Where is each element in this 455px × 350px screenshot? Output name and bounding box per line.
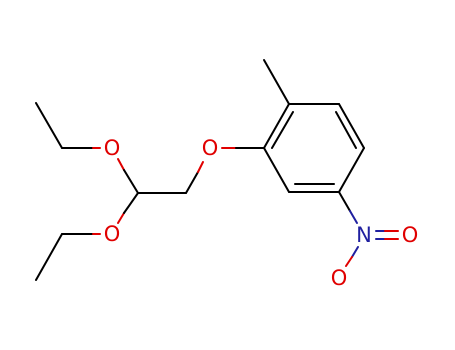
- bond-o-upper-acetal-red: [117, 158, 125, 171]
- atom-o-aryl-ether: O: [202, 136, 219, 160]
- bond-methyl: [263, 59, 290, 105]
- bond-o-upper-acetal: [123, 169, 139, 194]
- atom-o-nitro-down: O: [331, 266, 348, 290]
- bond-n-o-down-red: [345, 256, 353, 267]
- bond-ch2-o-aryl-red: [197, 161, 204, 173]
- bond-ring-n: [338, 191, 351, 212]
- bond-ethyl2-ch3-ch2: [35, 233, 63, 281]
- ring-inner-bond-right: [335, 111, 357, 149]
- atom-n-nitro: N: [356, 223, 372, 247]
- ring-bond-3: [338, 103, 365, 149]
- bond-o-lower-acetal: [123, 192, 139, 214]
- bond-ethyl1-ch3-ch2: [35, 102, 63, 149]
- ring-inner-bond-top: [271, 111, 294, 149]
- atom-o-nitro-right: O: [402, 223, 419, 247]
- ring-bond-4: [338, 147, 365, 193]
- atom-o-ether-upper: O: [104, 136, 121, 160]
- bond-o-lower-acetal-red: [117, 212, 125, 224]
- bond-ring-n-blue: [349, 210, 358, 224]
- bond-n-o-down-blue: [351, 246, 359, 258]
- atom-o-ether-lower: O: [104, 222, 121, 246]
- bond-ch2-o-aryl: [185, 171, 199, 194]
- ring-bond-6: [263, 147, 290, 193]
- ring-bond-1: [263, 103, 290, 149]
